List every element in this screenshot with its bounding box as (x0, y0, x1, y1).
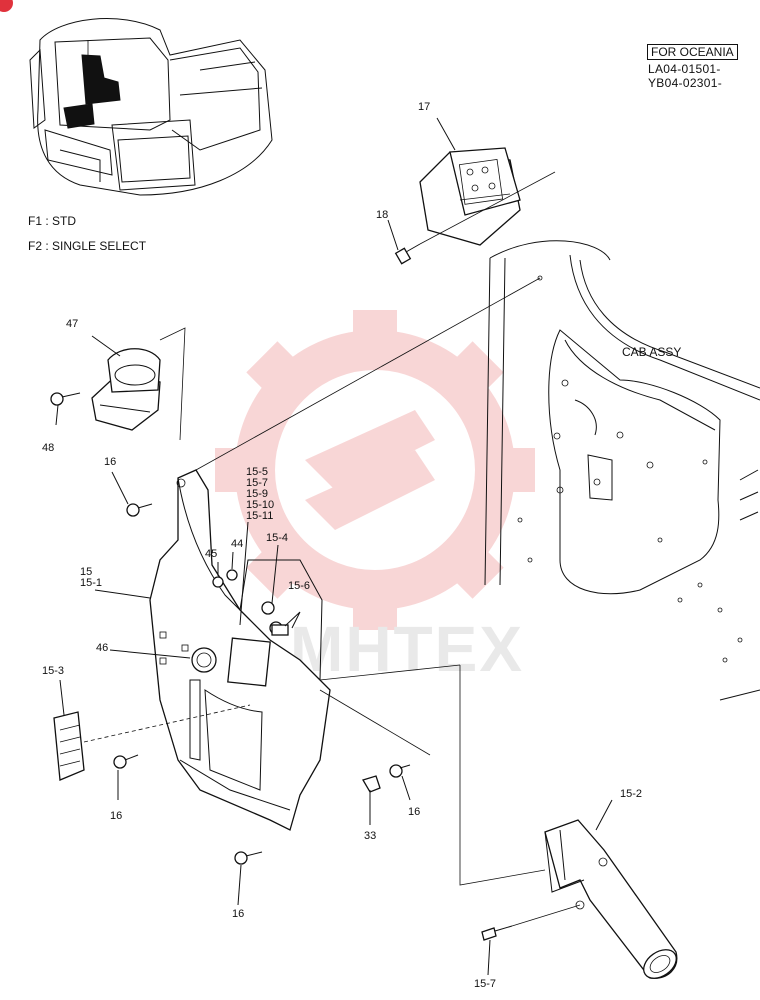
callout-15-4: 15-4 (266, 532, 289, 544)
cab-assy-label: CAB ASSY (622, 345, 682, 359)
callout-15-3: 15-3 (42, 665, 65, 677)
callout-15-6: 15-6 (288, 580, 311, 592)
callout-44: 44 (231, 538, 244, 550)
callout-15: 15 (80, 566, 93, 578)
region-label: FOR OCEANIA (647, 44, 738, 60)
corner-marker (0, 0, 13, 12)
part-47-holder (91, 348, 161, 431)
callout-16-left: 16 (110, 810, 123, 822)
callout-48: 48 (42, 442, 55, 454)
part-44-nut (226, 569, 238, 581)
callout-15-7-duct: 15-7 (474, 978, 497, 990)
callout-18: 18 (376, 209, 389, 221)
callout-16-bottom: 16 (232, 908, 245, 920)
part-15-3-grille (53, 711, 85, 781)
callout-16-right: 16 (408, 806, 421, 818)
callout-15-5: 15-5 (246, 466, 269, 478)
callout-16-top: 16 (104, 456, 117, 468)
callout-47: 47 (66, 318, 79, 330)
callout-15-7-console: 15-7 (246, 477, 269, 489)
part-17-switch-panel (419, 147, 521, 246)
part-15-2-duct (544, 819, 678, 979)
callout-46: 46 (96, 642, 109, 654)
part-16-screws (113, 503, 411, 865)
callout-15-1: 15-1 (80, 577, 103, 589)
watermark-text: MHTEX (290, 613, 524, 685)
serial-range-2: YB04-02301- (648, 76, 723, 90)
callout-45: 45 (205, 548, 218, 560)
machine-overview-illustration (29, 18, 273, 196)
callout-33: 33 (364, 830, 377, 842)
callout-15-11: 15-11 (246, 510, 274, 522)
legend-f1: F1 : STD (28, 214, 77, 228)
part-15-1-side-console (149, 469, 331, 831)
part-45-washer (212, 576, 224, 588)
callout-15-2: 15-2 (620, 788, 643, 800)
part-18-screw (394, 243, 421, 265)
part-48-screw (50, 392, 81, 406)
part-15-7-screw (481, 925, 513, 941)
callout-15-10: 15-10 (246, 499, 275, 511)
serial-range-1: LA04-01501- (648, 62, 721, 76)
callout-15-9: 15-9 (246, 488, 269, 500)
cab-assy-outline (484, 240, 760, 701)
legend-f2: F2 : SINGLE SELECT (28, 239, 147, 253)
part-33-clip (362, 775, 381, 793)
leader-lines (55, 117, 613, 976)
callout-17: 17 (418, 101, 431, 113)
